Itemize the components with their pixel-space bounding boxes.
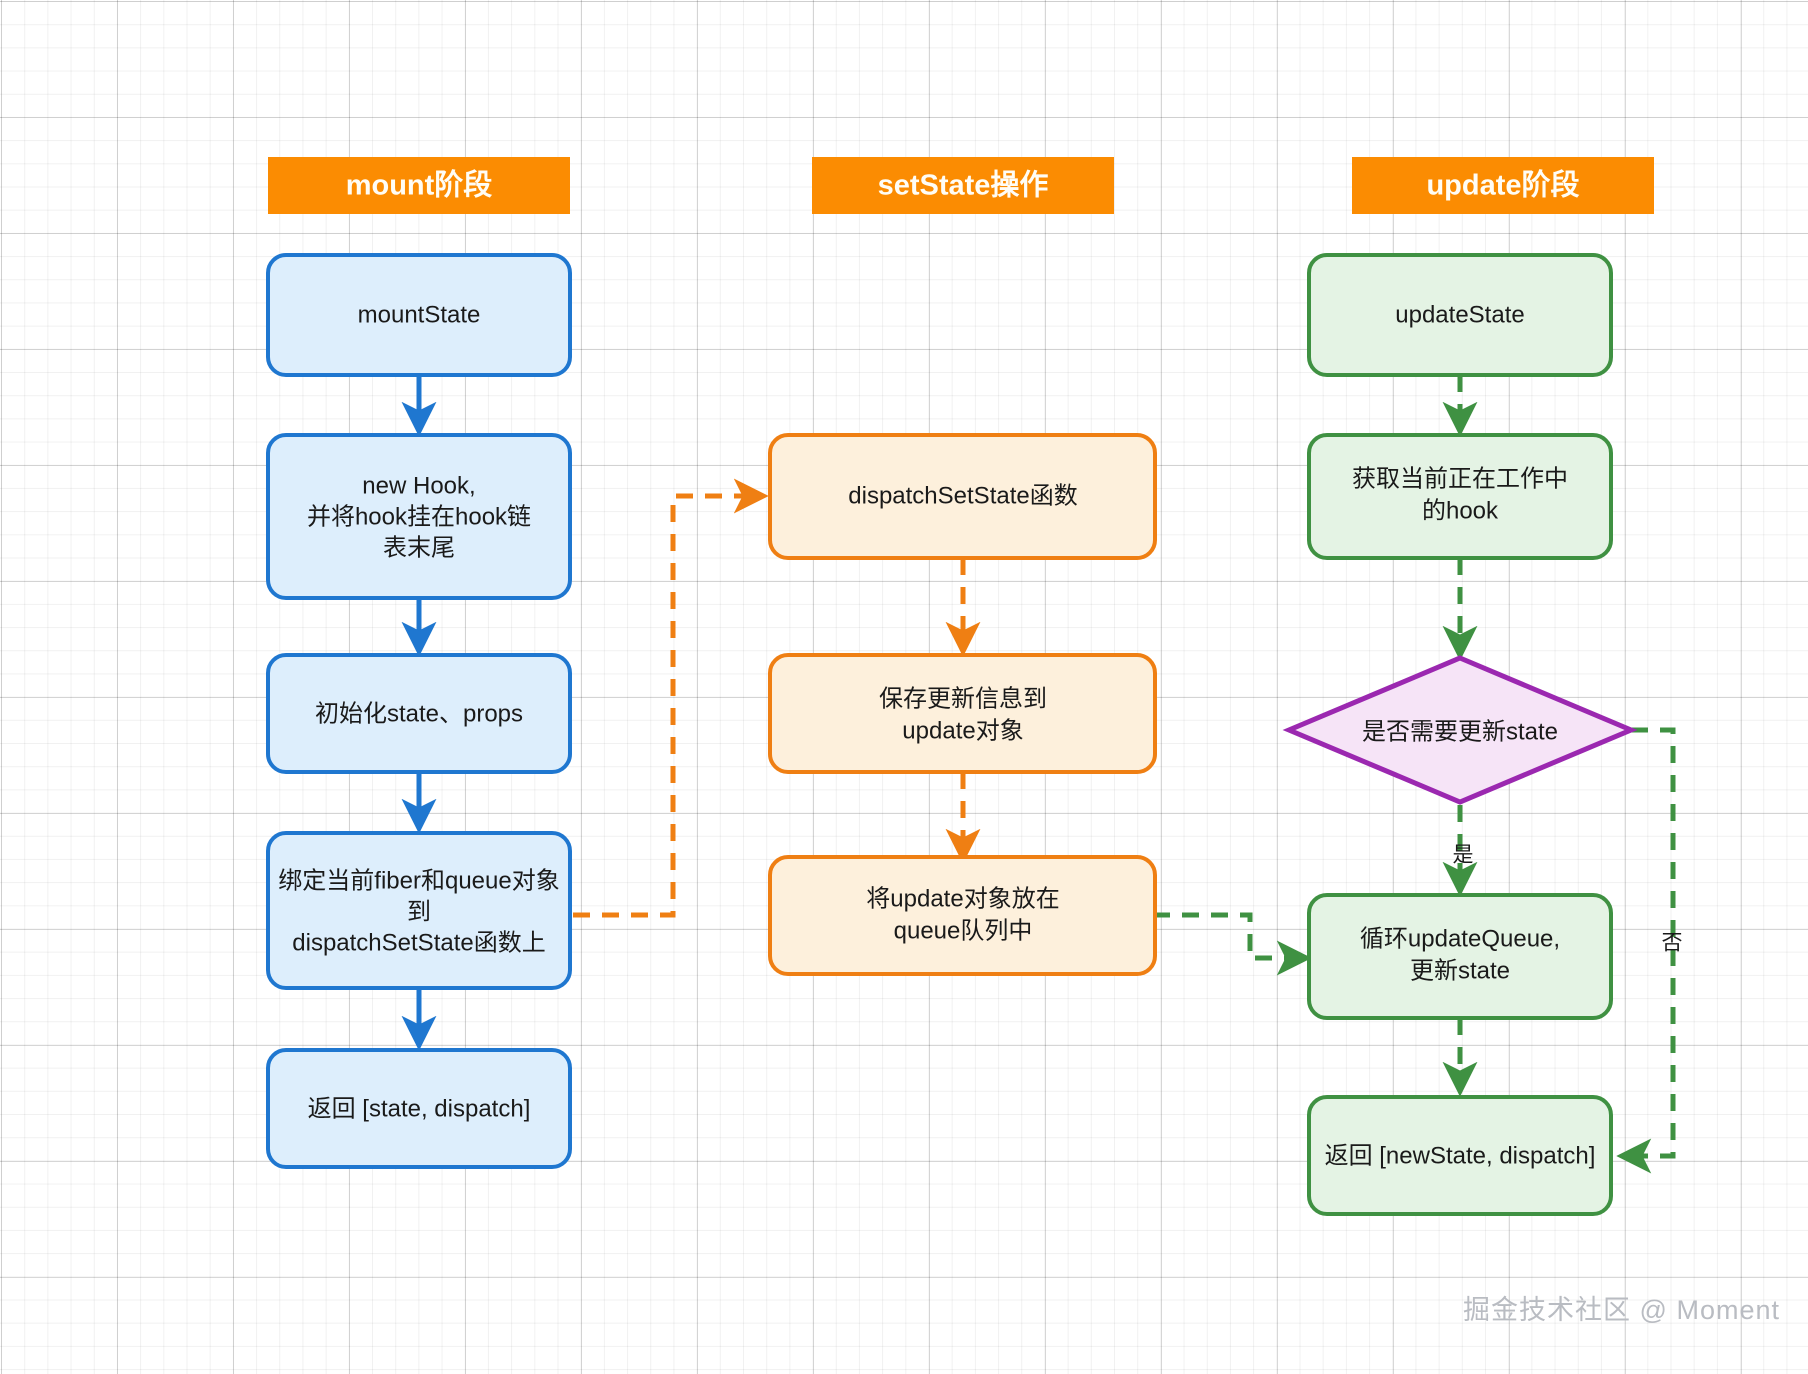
node-s1[interactable]: dispatchSetState函数 [768, 433, 1157, 560]
node-u4-line2: 更新state [1410, 957, 1510, 984]
node-s2[interactable]: 保存更新信息到 update对象 [768, 653, 1157, 774]
node-m2-line1: new Hook, [362, 472, 475, 499]
edge-m4-s1 [573, 478, 769, 918]
node-s3-line2: queue队列中 [894, 917, 1033, 944]
node-u4-line1: 循环updateQueue, [1360, 925, 1560, 952]
node-m4-line2: 到 [407, 898, 431, 925]
banner-setstate: setState操作 [812, 157, 1114, 214]
edge-label-yes: 是 [1453, 844, 1474, 867]
edge-u3-u4-yes: 是 [1442, 805, 1478, 897]
node-m4[interactable]: 绑定当前fiber和queue对象 到 dispatchSetState函数上 [266, 831, 572, 990]
node-u3[interactable]: 是否需要更新state [1282, 655, 1638, 805]
node-u2-line2: 的hook [1422, 497, 1499, 524]
banner-setstate-label: setState操作 [878, 169, 1049, 202]
node-u4[interactable]: 循环updateQueue, 更新state [1307, 893, 1613, 1020]
node-m3[interactable]: 初始化state、props [266, 653, 572, 774]
node-m3-label: 初始化state、props [315, 700, 523, 727]
node-m4-line3: dispatchSetState函数上 [292, 929, 545, 956]
node-m1-label: mountState [358, 301, 481, 328]
node-u1[interactable]: updateState [1307, 253, 1613, 377]
node-u5[interactable]: 返回 [newState, dispatch] [1307, 1095, 1613, 1216]
node-s3[interactable]: 将update对象放在 queue队列中 [768, 855, 1157, 976]
node-s2-line1: 保存更新信息到 [879, 685, 1047, 712]
watermark-label: 掘金技术社区 @ Moment [1463, 1295, 1780, 1325]
banner-mount: mount阶段 [268, 157, 570, 214]
edge-u3-u5-no: 否 [1616, 727, 1683, 1174]
node-m2[interactable]: new Hook, 并将hook挂在hook链 表末尾 [266, 433, 572, 600]
node-m4-line1: 绑定当前fiber和queue对象 [278, 867, 559, 894]
node-s3-line1: 将update对象放在 [866, 885, 1059, 912]
node-u2[interactable]: 获取当前正在工作中 的hook [1307, 433, 1613, 560]
node-s1-label: dispatchSetState函数 [848, 482, 1077, 509]
banner-update: update阶段 [1352, 157, 1654, 214]
node-s2-line2: update对象 [902, 717, 1023, 744]
banner-mount-label: mount阶段 [346, 168, 493, 202]
node-m5-label: 返回 [state, dispatch] [308, 1095, 531, 1122]
node-m5[interactable]: 返回 [state, dispatch] [266, 1048, 572, 1169]
node-u2-line1: 获取当前正在工作中 [1352, 465, 1568, 492]
node-u1-label: updateState [1395, 301, 1524, 328]
node-m2-line3: 表末尾 [383, 534, 455, 561]
banner-update-label: update阶段 [1426, 168, 1579, 202]
node-u5-label: 返回 [newState, dispatch] [1325, 1142, 1596, 1169]
edge-s3-u4 [1153, 912, 1312, 976]
node-m1[interactable]: mountState [266, 253, 572, 377]
node-u3-label: 是否需要更新state [1362, 718, 1558, 745]
edge-label-no: 否 [1662, 932, 1683, 955]
node-m2-line2: 并将hook挂在hook链 [307, 503, 531, 530]
